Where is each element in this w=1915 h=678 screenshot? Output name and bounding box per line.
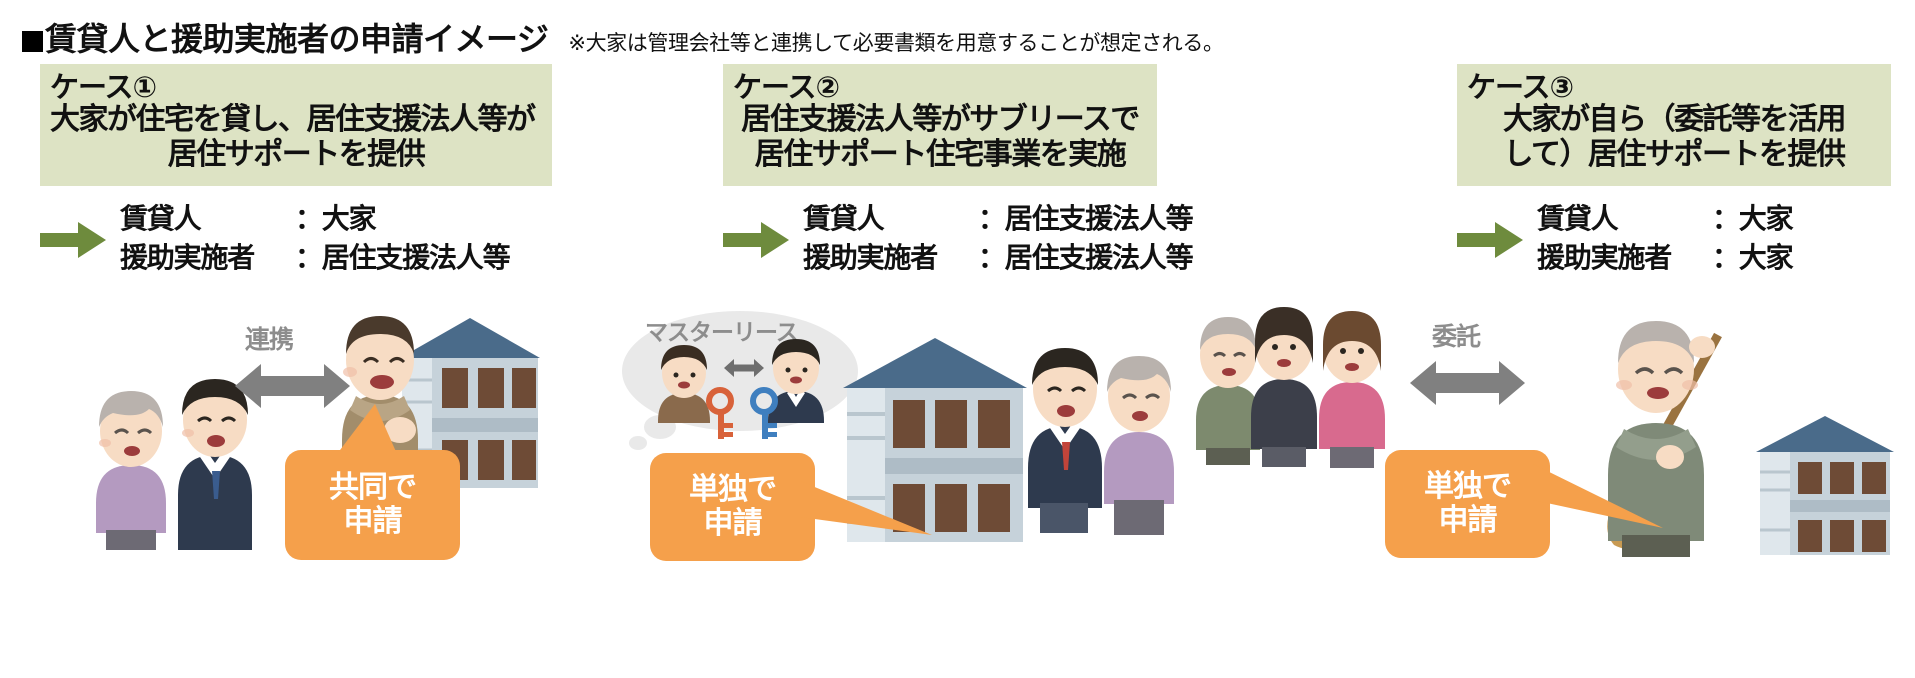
case-2-desc-line1: 居住支援法人等がサブリースで xyxy=(741,102,1140,138)
landlord-small-figure xyxy=(658,345,710,423)
case-2-headerbox: ケース② 居住支援法人等がサブリースで 居住サポート住宅事業を実施 xyxy=(723,64,1157,186)
page-title: 賃貸人と援助実施者の申請イメージ xyxy=(45,20,549,58)
case-1-label: ケース① xyxy=(50,70,157,104)
case-1-role-key-1: 賃貸人 xyxy=(120,202,202,235)
case-1-role-row-2: 援助実施者 ：居住支援法人等 xyxy=(120,239,511,278)
gray-double-arrow-icon xyxy=(1410,361,1525,405)
case-1-desc-line1: 大家が住宅を貸し、居住支援法人等が xyxy=(50,102,536,138)
case-3-callout-line1: 単独で xyxy=(1424,469,1512,505)
case-1-callout-line1: 共同で xyxy=(329,470,417,506)
case-2-callout-line1: 単独で xyxy=(689,472,777,508)
case-3-role-value-2: ：大家 xyxy=(1712,240,1794,274)
apartment-building-figure xyxy=(400,318,540,488)
callout-tail-icon xyxy=(337,404,397,454)
case-2-callout: 単独で 申請 xyxy=(650,453,932,561)
case-3-callout-line2: 申請 xyxy=(1438,503,1498,538)
green-right-arrow-icon xyxy=(40,221,106,258)
case-1-roles: 賃貸人 ：大家 援助実施者 ：居住支援法人等 xyxy=(40,200,511,278)
case-1-role-value-2: ：居住支援法人等 xyxy=(295,240,511,274)
case-column-1: ケース① 大家が住宅を貸し、居住支援法人等が 居住サポートを提供 xyxy=(40,64,552,186)
businessman-figure xyxy=(178,379,252,550)
page-header: 賃貸人と援助実施者の申請イメージ ※大家は管理会社等と連携して必要書類を用意する… xyxy=(22,14,1224,60)
case-3-desc-line2: して）居住サポートを提供 xyxy=(1503,137,1846,173)
case-2-role-row-1: 賃貸人 ：居住支援法人等 xyxy=(803,200,1194,239)
case-1-headerbox: ケース① 大家が住宅を貸し、居住支援法人等が 居住サポートを提供 xyxy=(40,64,552,186)
case-2-label: ケース② xyxy=(733,70,840,104)
case-2-illustration: マスターリース xyxy=(620,295,1180,570)
case-1-role-value-1: ：大家 xyxy=(295,202,377,235)
case-1-illustration: 連携 共同で 申請 xyxy=(40,300,560,570)
businessman-figure xyxy=(1028,348,1102,533)
case-1-callout-line2: 申請 xyxy=(343,504,403,539)
case-3-illustration: 委託 xyxy=(1180,295,1915,570)
woman-figure xyxy=(1251,307,1317,467)
case-2-role-key-2: 援助実施者 xyxy=(803,240,938,274)
apartment-building-figure xyxy=(1756,416,1894,555)
case-3-headerbox: ケース③ 大家が自ら（委託等を活用 して）居住サポートを提供 xyxy=(1457,64,1891,186)
callout-tail-icon xyxy=(1533,464,1663,528)
case-3-relation-label: 委託 xyxy=(1432,322,1481,351)
landlord-with-broom-figure xyxy=(1607,321,1722,557)
elderly-woman-figure xyxy=(96,391,166,550)
case-1-relation-label: 連携 xyxy=(245,325,294,354)
green-right-arrow-icon xyxy=(1457,221,1523,258)
case-column-2: ケース② 居住支援法人等がサブリースで 居住サポート住宅事業を実施 xyxy=(723,64,1157,186)
case-column-3: ケース③ 大家が自ら（委託等を活用 して）居住サポートを提供 xyxy=(1457,64,1891,186)
case-3-role-row-1: 賃貸人 ：大家 xyxy=(1537,200,1794,239)
case-1-callout: 共同で 申請 xyxy=(285,404,460,560)
elderly-man-figure xyxy=(1196,317,1260,465)
keys-icon xyxy=(706,387,778,439)
case-1-role-key-2: 援助実施者 xyxy=(120,240,255,274)
case-2-relation-label: マスターリース xyxy=(645,320,799,346)
green-right-arrow-icon xyxy=(723,221,789,258)
case-3-role-key-1: 賃貸人 xyxy=(1537,202,1619,235)
case-3-role-value-1: ：大家 xyxy=(1712,202,1794,235)
case-2-callout-line2: 申請 xyxy=(703,506,763,541)
young-woman-figure xyxy=(1319,311,1385,468)
case-3-roles: 賃貸人 ：大家 援助実施者 ：大家 xyxy=(1457,200,1794,278)
gray-double-arrow-icon xyxy=(724,359,764,377)
case-3-role-row-2: 援助実施者 ：大家 xyxy=(1537,239,1794,278)
case-1-role-row-1: 賃貸人 ：大家 xyxy=(120,200,509,239)
case-1-desc-line2: 居住サポートを提供 xyxy=(167,137,426,173)
case-2-roles: 賃貸人 ：居住支援法人等 援助実施者 ：居住支援法人等 xyxy=(723,200,1194,278)
apartment-building-figure xyxy=(843,338,1027,542)
case-3-callout: 単独で 申請 xyxy=(1385,450,1663,558)
case-2-role-key-1: 賃貸人 xyxy=(803,202,885,235)
case-3-label: ケース③ xyxy=(1467,70,1574,104)
case-2-role-value-2: ：居住支援法人等 xyxy=(978,240,1194,274)
case-2-desc-line2: 居住サポート住宅事業を実施 xyxy=(754,137,1127,173)
black-square-icon xyxy=(22,31,43,52)
case-3-desc-line1: 大家が自ら（委託等を活用 xyxy=(1503,102,1847,138)
elderly-woman-figure xyxy=(1104,356,1174,535)
case-2-role-value-1: ：居住支援法人等 xyxy=(978,202,1194,235)
callout-tail-icon xyxy=(800,481,932,535)
case-2-role-row-2: 援助実施者 ：居住支援法人等 xyxy=(803,239,1194,278)
case-3-role-key-2: 援助実施者 xyxy=(1537,240,1672,274)
agent-small-figure xyxy=(768,339,824,423)
gray-double-arrow-icon xyxy=(235,364,350,408)
page-note: ※大家は管理会社等と連携して必要書類を用意することが想定される。 xyxy=(568,31,1224,55)
